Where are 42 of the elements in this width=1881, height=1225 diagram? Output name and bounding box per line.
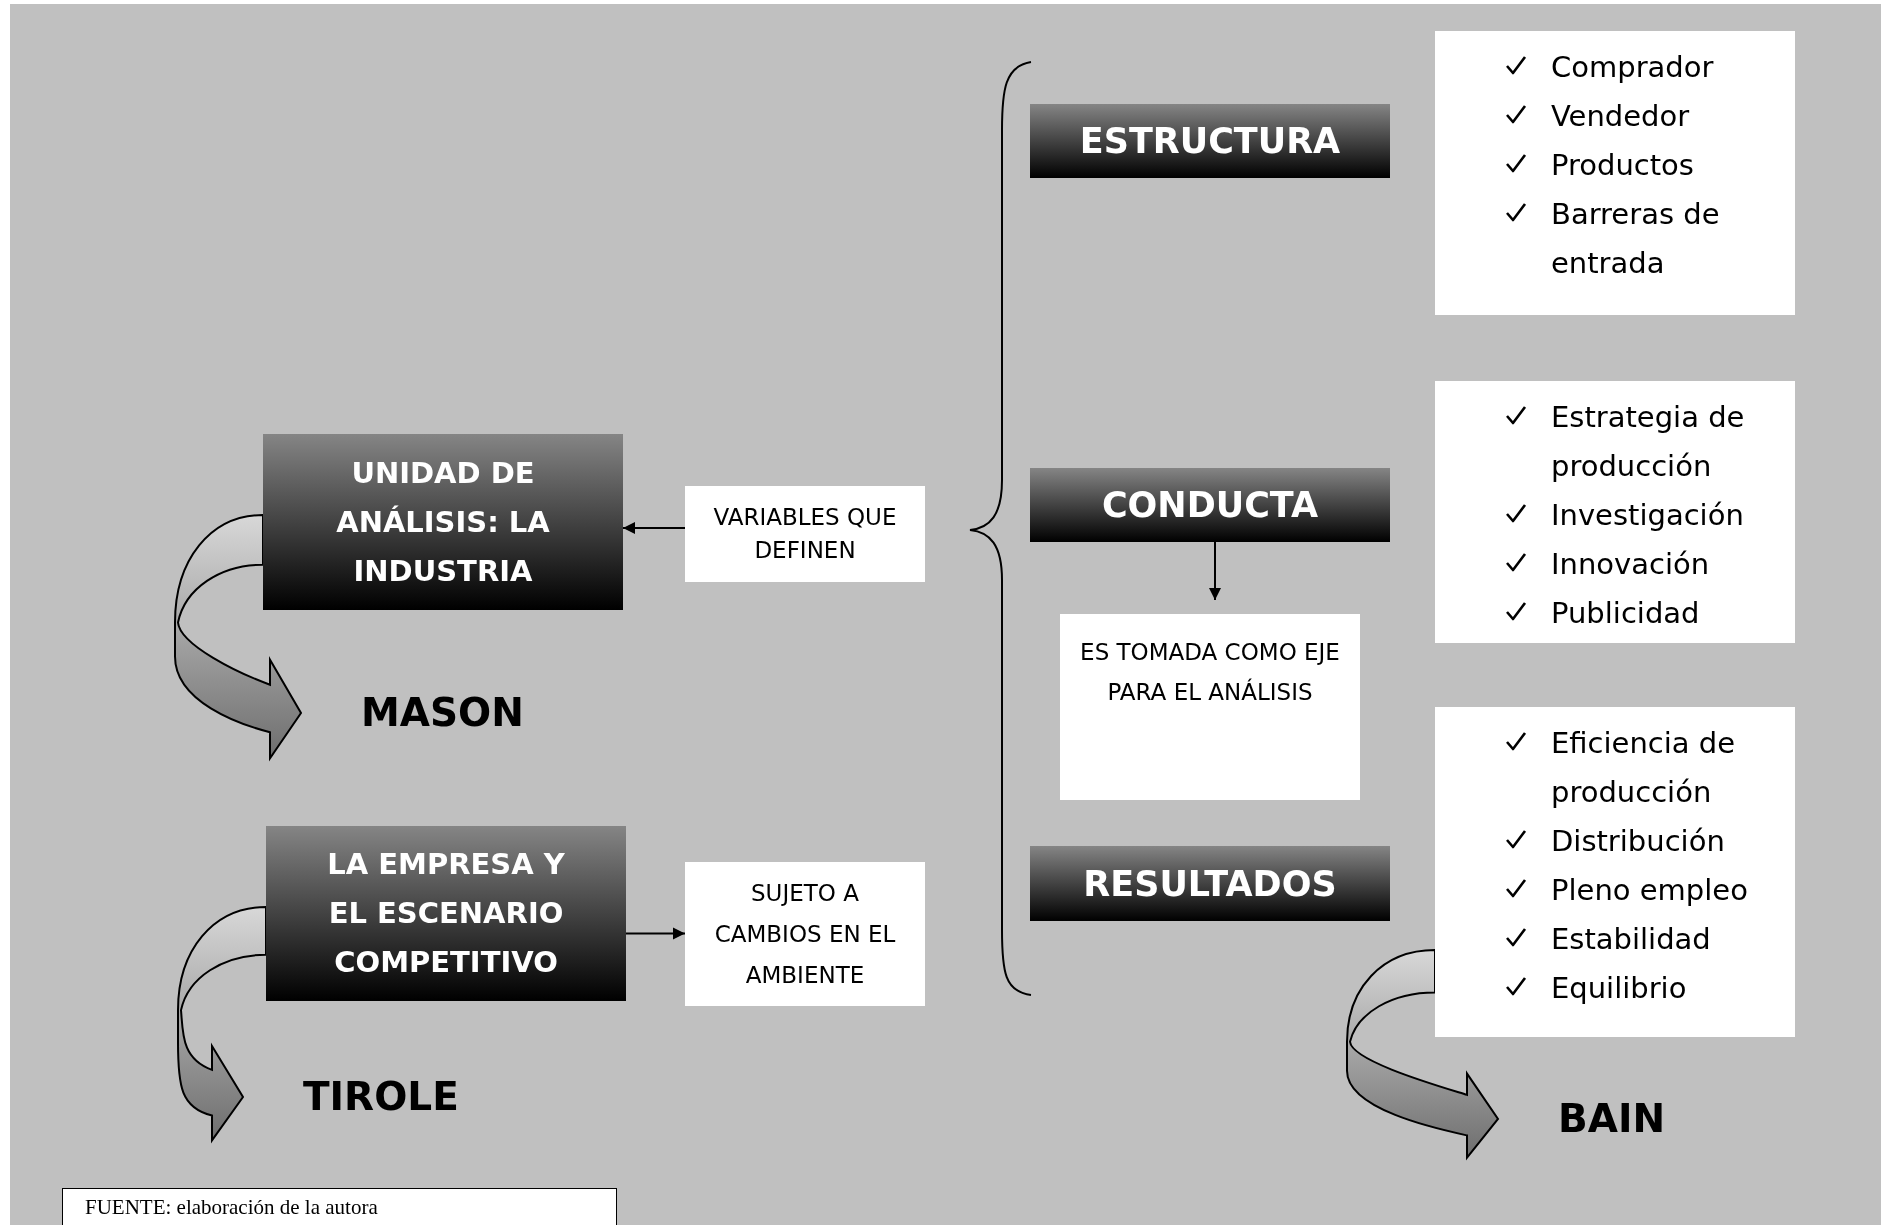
list-item: Estrategia de producción <box>1551 399 1746 485</box>
box-text: ES TOMADA COMO EJE PARA EL ANÁLISIS <box>1080 638 1340 707</box>
arrow <box>622 522 686 534</box>
checklist-box <box>1435 381 1795 643</box>
checklist-box <box>1435 31 1795 315</box>
list-item: Distribución <box>1551 823 1726 860</box>
list-item: Barreras de entrada <box>1551 196 1721 282</box>
box-title: RESULTADOS <box>1083 862 1337 905</box>
dark-gradient-box <box>1030 846 1390 921</box>
list-item: Productos <box>1551 147 1695 184</box>
dark-gradient-box <box>263 434 623 610</box>
arrow <box>1209 541 1221 601</box>
box-text: VARIABLES QUE DEFINEN <box>712 503 898 565</box>
curved-block-arrow <box>177 906 267 1142</box>
list-item: Comprador <box>1551 49 1715 86</box>
arrow <box>625 927 686 940</box>
author-name: MASON <box>361 690 524 736</box>
text-box <box>685 862 925 1006</box>
text-box <box>1060 614 1360 800</box>
source-note: FUENTE: elaboración de la autora <box>62 1188 617 1225</box>
box-title: CONDUCTA <box>1101 484 1319 526</box>
box-title: ESTRUCTURA <box>1079 120 1341 162</box>
list-item: Investigación <box>1551 497 1745 534</box>
author-name: BAIN <box>1558 1096 1666 1142</box>
text-box <box>685 486 925 582</box>
dark-gradient-box <box>1030 468 1390 542</box>
list-item: Vendedor <box>1551 98 1691 135</box>
dark-gradient-box <box>266 826 626 1001</box>
list-item: Innovación <box>1551 546 1711 583</box>
box-title: LA EMPRESA Y EL ESCENARIO COMPETITIVO <box>326 846 566 981</box>
list-item: Estabilidad <box>1551 921 1712 958</box>
list-item: Pleno empleo <box>1551 872 1749 909</box>
box-title: UNIDAD DE ANÁLISIS: LA INDUSTRIA <box>335 454 551 590</box>
list-item: Equilibrio <box>1551 970 1688 1007</box>
curved-block-arrow <box>174 514 302 760</box>
curved-block-arrow <box>1346 949 1499 1159</box>
author-name: TIROLE <box>303 1074 459 1120</box>
list-item: Eficiencia de producción <box>1551 725 1737 811</box>
box-text: SUJETO A CAMBIOS EN EL AMBIENTE <box>713 878 897 990</box>
dark-gradient-box <box>1030 104 1390 178</box>
checklist-box <box>1435 707 1795 1037</box>
list-item: Publicidad <box>1551 595 1701 632</box>
